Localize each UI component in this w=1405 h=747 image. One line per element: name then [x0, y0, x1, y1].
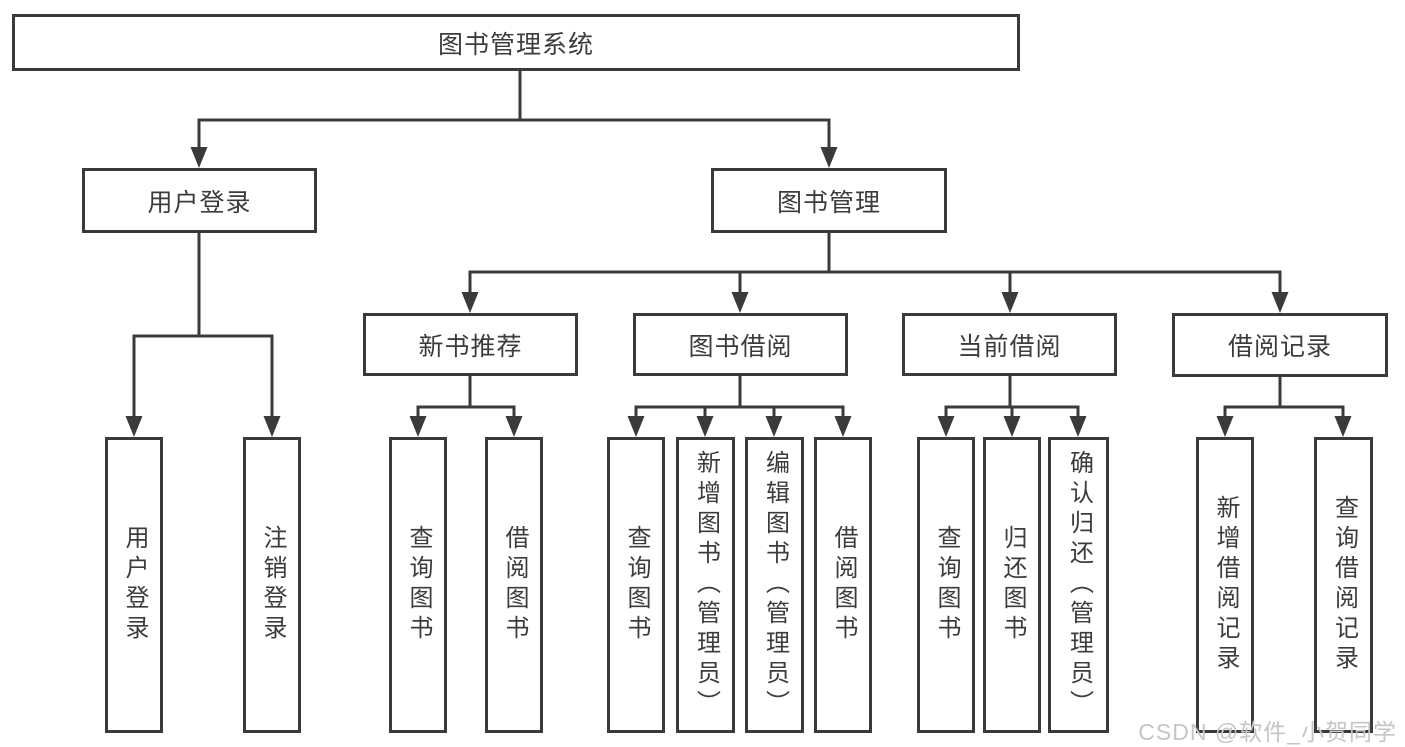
node-label: 查询图书: [405, 525, 432, 645]
node-user-login: 用户登录: [82, 168, 317, 233]
leaf-confirm-return-admin: 确认归还（管理员）: [1048, 437, 1109, 733]
node-label: 用户登录: [147, 188, 252, 217]
connector-current-borrow-children: [944, 374, 1080, 422]
leaf-edit-books-admin: 编辑图书（管理员）: [745, 437, 804, 733]
node-current-borrow: 当前借阅: [902, 313, 1117, 376]
leaf-add-books-admin: 新增图书（管理员）: [676, 437, 735, 733]
arrowhead: [937, 416, 955, 437]
arrowhead: [125, 416, 143, 437]
connector-paths: [132, 68, 1345, 422]
node-borrow-records: 借阅记录: [1172, 313, 1388, 377]
node-label: 编辑图书（管理员）: [761, 450, 789, 720]
node-label: 查询借阅记录: [1330, 495, 1358, 675]
node-label: 归还图书: [999, 525, 1026, 645]
arrowhead: [263, 416, 281, 437]
arrowhead: [190, 147, 208, 168]
arrowhead: [1003, 416, 1021, 437]
connector-new-book-recommend-children: [416, 374, 516, 422]
node-book-management: 图书管理: [711, 168, 947, 233]
leaf-query-books-recommend: 查询图书: [389, 437, 447, 733]
node-label: 借阅记录: [1227, 333, 1332, 361]
connector-book-borrow-children: [634, 374, 845, 422]
node-library-management-system: 图书管理系统: [12, 14, 1020, 71]
node-label: 图书管理系统: [437, 30, 594, 59]
connector-root-to-level2: [197, 68, 831, 152]
arrowhead: [834, 416, 852, 437]
leaf-logout: 注销登录: [243, 437, 301, 733]
arrowhead: [731, 292, 749, 313]
arrowhead: [1216, 416, 1234, 437]
node-label: 注销登录: [259, 525, 286, 645]
arrowhead: [696, 416, 714, 437]
node-label: 当前借阅: [957, 332, 1062, 361]
leaf-borrow-books: 借阅图书: [814, 437, 872, 733]
node-label: 用户登录: [121, 525, 148, 645]
arrowhead: [1001, 292, 1019, 313]
node-label: 借阅图书: [501, 525, 528, 645]
csdn-watermark: CSDN @软件_小贺同学: [1138, 719, 1397, 745]
node-label: 借阅图书: [830, 525, 857, 645]
connector-book-management-children: [468, 231, 1282, 298]
arrowhead: [1334, 416, 1352, 437]
leaf-query-books-borrow: 查询图书: [607, 437, 665, 733]
arrowhead: [505, 416, 523, 437]
connector-user-login-children: [132, 230, 274, 422]
arrowhead: [1069, 416, 1087, 437]
node-label: 图书管理: [776, 188, 881, 217]
connector-borrow-records-children: [1223, 375, 1345, 422]
leaf-query-borrow-record: 查询借阅记录: [1314, 437, 1373, 733]
arrowhead: [627, 416, 645, 437]
leaf-query-books-current: 查询图书: [917, 437, 975, 733]
leaf-user-login: 用户登录: [105, 437, 163, 733]
arrowhead: [461, 292, 479, 313]
node-label: 查询图书: [933, 525, 960, 645]
node-label: 确认归还（管理员）: [1065, 450, 1093, 720]
node-book-borrow: 图书借阅: [633, 313, 848, 376]
node-label: 新增图书（管理员）: [692, 450, 720, 720]
arrowhead: [820, 147, 838, 168]
leaf-add-borrow-record: 新增借阅记录: [1196, 437, 1254, 733]
arrowhead: [765, 416, 783, 437]
node-label: 图书借阅: [688, 332, 793, 361]
arrowhead: [1271, 292, 1289, 313]
node-label: 查询图书: [623, 525, 650, 645]
arrowheads: [125, 147, 1352, 437]
node-label: 新增借阅记录: [1212, 495, 1239, 675]
node-label: 新书推荐: [418, 332, 523, 361]
leaf-borrow-books-recommend: 借阅图书: [485, 437, 543, 733]
node-new-book-recommend: 新书推荐: [363, 313, 578, 376]
arrowhead: [409, 416, 427, 437]
leaf-return-books: 归还图书: [983, 437, 1041, 733]
